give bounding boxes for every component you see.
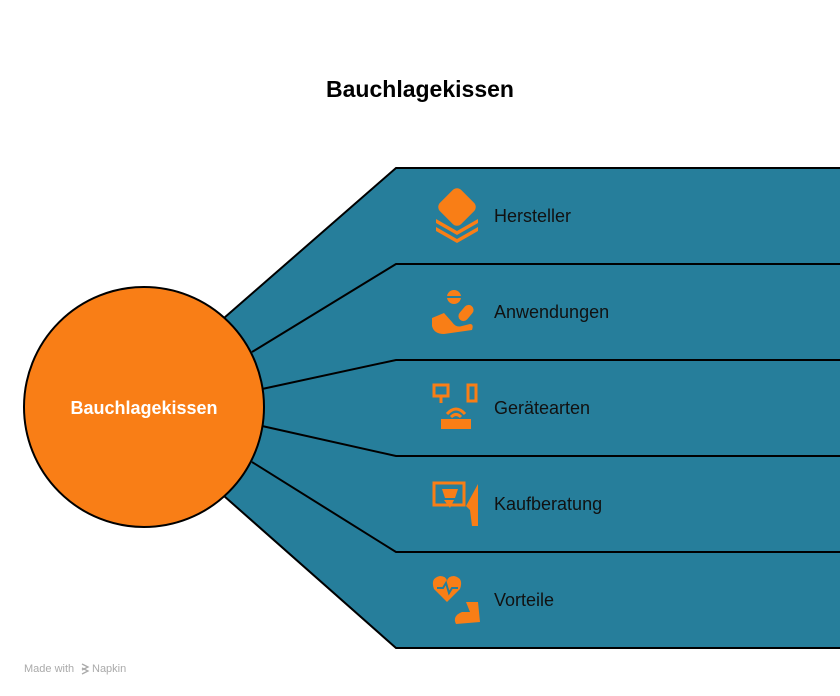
- diagram-title: Bauchlagekissen: [326, 76, 514, 102]
- napkin-logo-icon: [81, 663, 90, 675]
- footer-brand: Napkin: [92, 663, 126, 675]
- center-label: Bauchlagekissen: [70, 398, 217, 418]
- devices-router-icon: [432, 383, 478, 429]
- branch-label-kaufberatung: Kaufberatung: [494, 494, 602, 514]
- center-node: [23, 286, 265, 528]
- branch-label-geraetearten: Gerätearten: [494, 398, 590, 418]
- footer-made-with: Made with: [24, 663, 74, 675]
- hand-with-pills-icon: [432, 290, 474, 334]
- branches-background: [224, 168, 840, 648]
- shopping-advice-icon: [432, 481, 478, 526]
- branch-lines: [223, 167, 840, 649]
- branch-label-hersteller: Hersteller: [494, 206, 571, 226]
- heart-strength-icon: [432, 576, 480, 624]
- layers-icon: [436, 188, 478, 243]
- branch-label-anwendungen: Anwendungen: [494, 302, 609, 322]
- branch-label-vorteile: Vorteile: [494, 590, 554, 610]
